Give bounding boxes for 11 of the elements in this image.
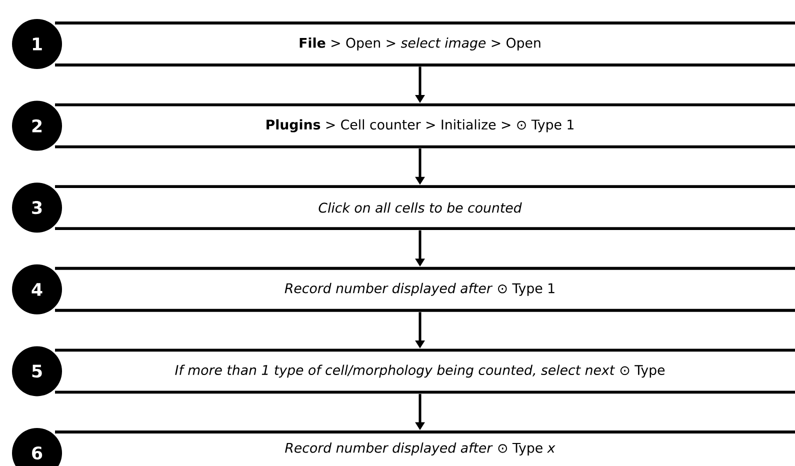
step-band: Record number displayed after ⊙ Type 1 [55, 266, 795, 312]
step-band: Plugins > Cell counter > Initialize > ⊙ Type 1 [55, 103, 795, 148]
step-band: Click on all cells to be counted [55, 185, 795, 230]
step-number-badge: 5 [12, 346, 62, 396]
step-number-badge: 2 [12, 100, 62, 151]
step-number-badge: 4 [12, 264, 62, 314]
step-number-badge: 3 [12, 182, 62, 233]
step-band: If more than 1 type of cell/morphology being counted, select next ⊙ Type [55, 348, 795, 394]
step-number-badge: 1 [12, 19, 62, 69]
step-band: File > Open > select image > Open [55, 22, 795, 66]
step-number-badge: 6 [12, 428, 62, 466]
